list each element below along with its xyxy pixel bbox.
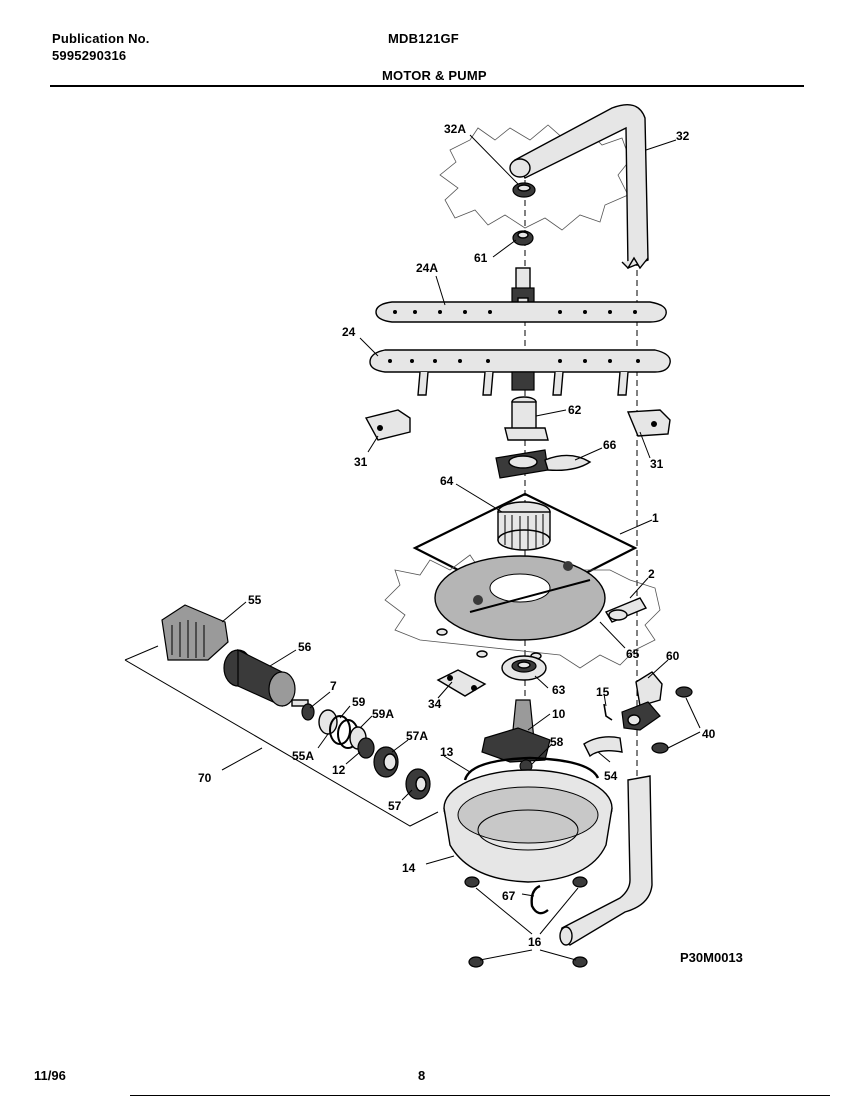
sump-14: [443, 769, 613, 883]
callout-16: 16: [528, 935, 542, 949]
part-62: [504, 396, 549, 441]
model-number: MDB121GF: [388, 31, 459, 46]
part-61: [512, 230, 534, 246]
washer-left: [436, 628, 448, 636]
callout-32A: 32A: [444, 122, 466, 136]
clip-left-31: [364, 409, 411, 441]
callout-15: 15: [596, 685, 610, 699]
callout-64: 64: [440, 474, 454, 488]
section-title: MOTOR & PUMP: [382, 68, 487, 83]
spray-arm-24A: [375, 301, 667, 323]
supply-tube: [509, 104, 649, 270]
lower-spray-cloud: [384, 554, 661, 669]
part-67: [530, 884, 549, 915]
part-15: [603, 703, 613, 721]
part-66: [495, 449, 592, 479]
callout-10: 10: [552, 707, 566, 721]
callout-65: 65: [626, 647, 640, 661]
part-57: [405, 768, 431, 800]
spray-arm-24: [369, 349, 671, 396]
callout-13: 13: [440, 745, 454, 759]
footer-date: 11/96: [34, 1068, 66, 1083]
callout-54: 54: [604, 769, 618, 783]
callout-62: 62: [568, 403, 582, 417]
sump-cover-65: [434, 555, 606, 641]
part-55A: [318, 709, 338, 735]
motor-56: [223, 649, 309, 707]
filter-64: [497, 501, 551, 551]
callout-1: 1: [652, 511, 659, 525]
callout-24: 24: [342, 325, 356, 339]
motor-cover-55: [161, 604, 229, 661]
callout-58: 58: [550, 735, 564, 749]
callout-7: 7: [330, 679, 337, 693]
diagram-code: P30M0013: [680, 950, 743, 965]
gasket-13: [463, 756, 600, 781]
callout-59: 59: [352, 695, 366, 709]
page-number: 8: [418, 1068, 426, 1083]
callout-67: 67: [502, 889, 516, 903]
callout-63: 63: [552, 683, 566, 697]
callout-14: 14: [402, 861, 416, 875]
motor-assembly-bracket: [124, 645, 439, 827]
publication-label: Publication No.: [52, 31, 150, 46]
washer-center: [476, 650, 488, 658]
part-2: [604, 597, 648, 623]
callout-34: 34: [428, 697, 442, 711]
part-63: [501, 655, 547, 681]
callout-60: 60: [666, 649, 680, 663]
callout-57: 57: [388, 799, 402, 813]
callout-40: 40: [702, 727, 716, 741]
bolts-16: [464, 876, 588, 968]
hose-54: [583, 736, 623, 758]
footer-rule: [130, 1095, 830, 1096]
clip-right-31: [626, 409, 671, 437]
callout-70: 70: [198, 771, 212, 785]
gasket-34: [436, 669, 487, 697]
callout-61: 61: [474, 251, 488, 265]
callout-31-left: 31: [354, 455, 368, 469]
callout-32: 32: [676, 129, 690, 143]
callout-55A: 55A: [292, 749, 314, 763]
callout-56: 56: [298, 640, 312, 654]
callout-66: 66: [603, 438, 617, 452]
callout-55: 55: [248, 593, 262, 607]
callout-2: 2: [648, 567, 655, 581]
impeller-12: [357, 737, 375, 759]
part-57A: [373, 746, 399, 778]
publication-number: 5995290316: [52, 48, 127, 63]
valve-60: [621, 671, 663, 731]
callout-24A: 24A: [416, 261, 438, 275]
callout-31-right: 31: [650, 457, 664, 471]
leader-lines: [221, 134, 701, 961]
callout-12: 12: [332, 763, 346, 777]
callout-57A: 57A: [406, 729, 428, 743]
upper-spray-cloud: [439, 124, 631, 231]
callout-59A: 59A: [372, 707, 394, 721]
part-7: [301, 703, 315, 721]
header-rule: [50, 85, 804, 87]
